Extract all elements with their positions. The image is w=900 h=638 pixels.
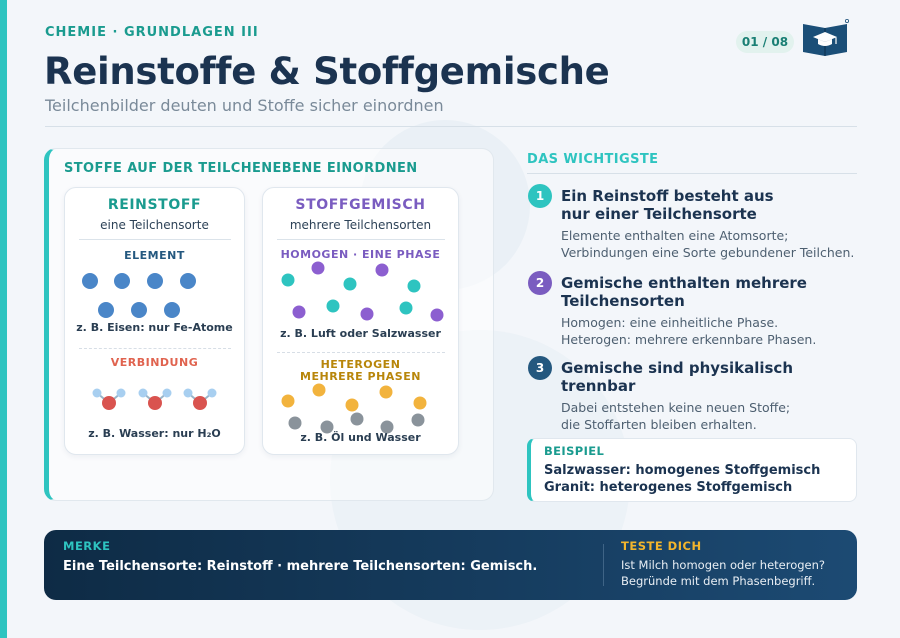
water-molecules-diagram <box>92 388 217 410</box>
reinstoff-subtitle: eine Teilchensorte <box>100 218 209 232</box>
yellow-particle <box>312 383 326 397</box>
yellow-particle <box>345 398 359 412</box>
purple-particle <box>311 261 325 275</box>
homogen-label: HOMOGEN · EINE PHASE <box>280 248 441 261</box>
purple-particle <box>360 307 374 321</box>
water-molecule <box>183 388 217 410</box>
panel-heading: STOFFE AUF DER TEILCHENEBENE EINORDNEN <box>64 161 418 176</box>
purple-particle <box>430 308 444 322</box>
section-divider <box>277 352 445 353</box>
heterogeneous-mixture-diagram <box>281 383 427 434</box>
gray-particle <box>350 412 364 426</box>
merke-text: Eine Teilchensorte: Reinstoff · mehrere … <box>63 559 538 574</box>
page-title: Reinstoffe & Stoffgemische <box>44 50 610 93</box>
example-label: BEISPIEL <box>544 444 605 458</box>
purple-particle <box>375 263 389 277</box>
point-3-title-line-2: trennbar <box>561 377 636 395</box>
water-molecule <box>138 388 172 410</box>
teal-particle <box>326 299 340 313</box>
card-divider <box>277 239 445 240</box>
element-example: z. B. Eisen: nur Fe-Atome <box>76 321 233 334</box>
teal-particle <box>399 301 413 315</box>
point-2-title-line-1: Gemische enthalten mehrere <box>561 274 807 292</box>
teste-dich-line-2: Begründe mit dem Phasenbegriff. <box>621 574 816 588</box>
reinstoff-card: REINSTOFF eine Teilchensorte ELEMENT z. … <box>64 187 245 455</box>
point-number-1: 1 <box>528 184 552 208</box>
yellow-particle <box>379 385 393 399</box>
key-points-divider <box>527 173 857 174</box>
header-divider <box>45 126 857 127</box>
gray-particle <box>288 416 302 430</box>
page-subtitle: Teilchenbilder deuten und Stoffe sicher … <box>45 96 444 115</box>
fe-atom <box>164 302 180 318</box>
verbindung-label: VERBINDUNG <box>110 356 199 369</box>
gray-particle <box>380 420 394 434</box>
example-box <box>527 438 857 502</box>
reinstoff-title: REINSTOFF <box>107 197 202 213</box>
iron-atoms-diagram <box>82 273 196 318</box>
point-1-title-line-2: nur einer Teilchensorte <box>561 205 757 223</box>
footer-divider <box>603 544 604 586</box>
point-1-body-line-2: Verbindungen eine Sorte gebundener Teilc… <box>561 245 855 260</box>
fe-atom <box>114 273 130 289</box>
point-2-body-line-2: Heterogen: mehrere erkennbare Phasen. <box>561 332 817 347</box>
homogen-example: z. B. Luft oder Salzwasser <box>280 327 441 340</box>
fe-atom <box>147 273 163 289</box>
gray-particle <box>320 420 334 434</box>
example-line-2: Granit: heterogenes Stoffgemisch <box>544 480 793 495</box>
book-graduation-cap-icon <box>803 18 850 56</box>
point-3-body-line-1: Dabei entstehen keine neuen Stoffe; <box>561 400 791 415</box>
teal-particle <box>407 279 421 293</box>
heterogen-label-2: MEHRERE PHASEN <box>300 370 421 383</box>
point-2-title-line-2: Teilchensorten <box>561 292 685 310</box>
fe-atom <box>180 273 196 289</box>
point-2-body-line-1: Homogen: eine einheitliche Phase. <box>561 315 779 330</box>
heterogen-label-1: HETEROGEN <box>320 358 401 371</box>
card-divider <box>79 239 231 240</box>
fe-atom <box>82 273 98 289</box>
stoffgemisch-card: STOFFGEMISCH mehrere Teilchensorten HOMO… <box>262 187 459 455</box>
purple-particle <box>292 305 306 319</box>
element-label: ELEMENT <box>124 249 185 262</box>
stoffgemisch-title: STOFFGEMISCH <box>295 197 426 213</box>
gray-particle <box>411 413 425 427</box>
example-line-1: Salzwasser: homogenes Stoffgemisch <box>544 463 821 478</box>
left-accent-stripe <box>0 0 7 638</box>
point-number-2: 2 <box>528 271 552 295</box>
key-points-heading: DAS WICHTIGSTE <box>527 152 659 167</box>
fe-atom <box>131 302 147 318</box>
point-number-3: 3 <box>528 356 552 380</box>
point-3-title-line-1: Gemische sind physikalisch <box>561 359 794 377</box>
page-indicator: 01 / 08 <box>736 31 794 53</box>
point-3-body-line-2: die Stoffarten bleiben erhalten. <box>561 417 757 432</box>
section-divider <box>79 348 231 349</box>
stoffgemisch-subtitle: mehrere Teilchensorten <box>289 218 432 232</box>
heterogen-example: z. B. Öl und Wasser <box>300 431 421 444</box>
homogeneous-mixture-diagram <box>281 261 444 322</box>
yellow-particle <box>281 394 295 408</box>
merke-label: MERKE <box>63 539 111 553</box>
yellow-particle <box>413 396 427 410</box>
summary-footer <box>44 530 857 600</box>
verbindung-example: z. B. Wasser: nur H₂O <box>88 427 221 440</box>
section-kicker: CHEMIE · GRUNDLAGEN III <box>45 25 259 40</box>
teste-dich-label: TESTE DICH <box>621 539 702 553</box>
point-1-body-line-1: Elemente enthalten eine Atomsorte; <box>561 228 789 243</box>
point-1-title-line-1: Ein Reinstoff besteht aus <box>561 187 774 205</box>
teste-dich-line-1: Ist Milch homogen oder heterogen? <box>621 558 826 572</box>
water-molecule <box>92 388 126 410</box>
fe-atom <box>98 302 114 318</box>
teal-particle <box>343 277 357 291</box>
teal-particle <box>281 273 295 287</box>
